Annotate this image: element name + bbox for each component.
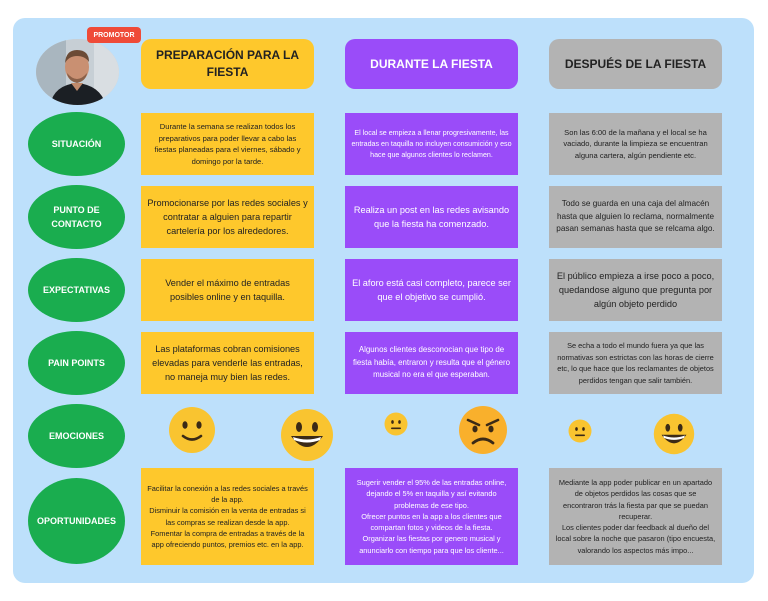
row-label-punto-de-contacto: PUNTO DE CONTACTO: [28, 185, 125, 249]
cell-contacto-preparacion: Promocionarse por las redes sociales y c…: [141, 186, 314, 248]
column-header-preparacion: PREPARACIÓN PARA LA FIESTA: [141, 39, 314, 89]
row-label-expectativas: EXPECTATIVAS: [28, 258, 125, 322]
column-header-durante: DURANTE LA FIESTA: [345, 39, 518, 89]
cell-contacto-durante: Realiza un post en las redes avisando qu…: [345, 186, 518, 248]
neutral-emoji-icon: [384, 412, 408, 436]
cell-pain-preparacion: Las plataformas cobran comisiones elevad…: [141, 332, 314, 394]
grin-emoji-icon: [281, 409, 333, 461]
cell-oportunidades-durante: Sugerir vender el 95% de las entradas on…: [345, 468, 518, 565]
cell-expectativas-preparacion: Vender el máximo de entradas posibles on…: [141, 259, 314, 321]
row-label-situacion: SITUACIÓN: [28, 112, 125, 176]
cell-situacion-preparacion: Durante la semana se realizan todos los …: [141, 113, 314, 175]
promotor-badge: PROMOTOR: [87, 27, 141, 43]
cell-expectativas-durante: El aforo está casi completo, parece ser …: [345, 259, 518, 321]
cell-pain-durante: Algunos clientes desconocian que tipo de…: [345, 332, 518, 394]
row-label-emociones: EMOCIONES: [28, 404, 125, 468]
cell-situacion-despues: Son las 6:00 de la mañana y el local se …: [549, 113, 722, 175]
cell-oportunidades-despues: Mediante la app poder publicar en un apa…: [549, 468, 722, 565]
row-label-oportunidades: OPORTUNIDADES: [28, 478, 125, 564]
angry-emoji-icon: [459, 406, 507, 454]
cell-expectativas-despues: El público empieza a irse poco a poco, q…: [549, 259, 722, 321]
column-header-despues: DESPUÉS DE LA FIESTA: [549, 39, 722, 89]
cell-oportunidades-preparacion: Facilitar la conexión a las redes social…: [141, 468, 314, 565]
promotor-avatar: [36, 39, 119, 105]
cell-pain-despues: Se echa a todo el mundo fuera ya que las…: [549, 332, 722, 394]
grin-emoji-icon: [653, 413, 695, 455]
neutral-emoji-icon: [568, 419, 592, 443]
cell-contacto-despues: Todo se guarda en una caja del almacén h…: [549, 186, 722, 248]
row-label-pain-points: PAIN POINTS: [28, 331, 125, 395]
cell-situacion-durante: El local se empieza a llenar progresivam…: [345, 113, 518, 175]
slight-smile-emoji-icon: [169, 407, 215, 453]
